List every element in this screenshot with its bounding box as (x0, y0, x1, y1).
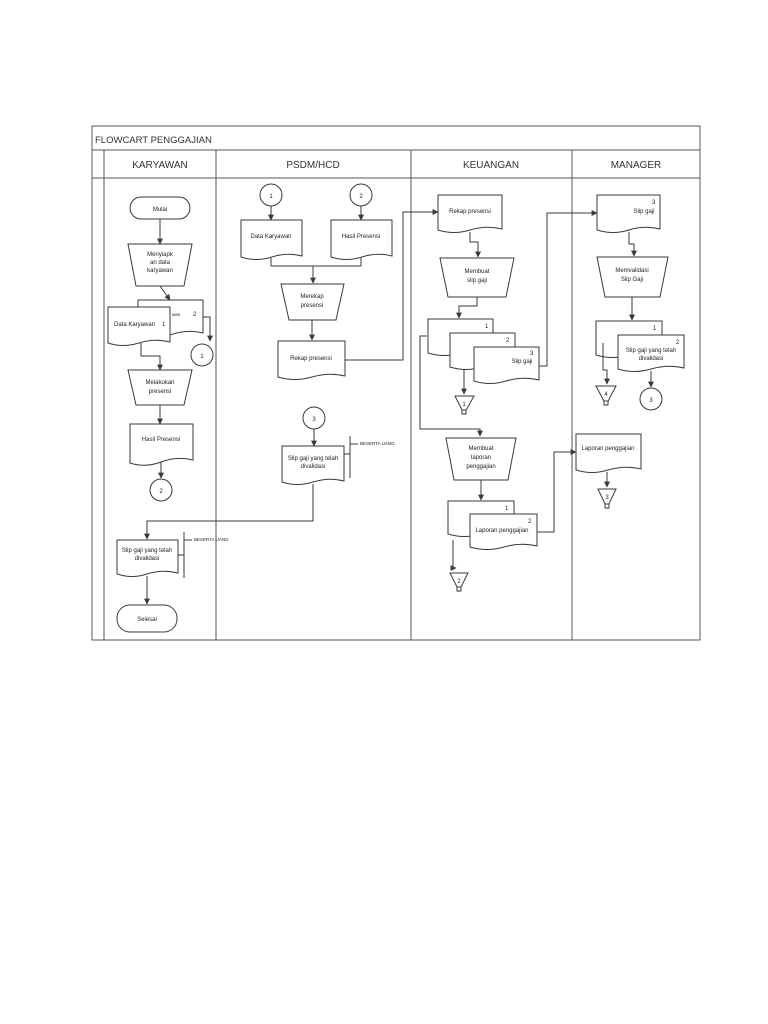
mgr-slip-gaji-label: Slip gaji (633, 209, 654, 215)
psdm-rekap-presensi-label: Rekap presensi (290, 356, 332, 362)
membuat-laporan-line-1: Membuat (468, 446, 493, 452)
menyiapkan-line-3: karyawan (147, 268, 173, 274)
document-slip-validasi-karyawan: Slip gaji yang telah divalidasi (116, 539, 179, 577)
terminator-selesai: Selesai (116, 604, 178, 633)
membuat-slip-line-1: Membuat (464, 269, 489, 275)
connector-psdm-2-label: 2 (359, 194, 363, 200)
lane-header-karyawan: KARYAWAN (132, 160, 188, 171)
document-rekap-presensi-psdm: Rekap presensi (277, 340, 346, 380)
manual-op-membuat-slip: Membuat slip gaji (439, 257, 515, 298)
mgr-doc-num-1: 1 (653, 326, 657, 332)
document-hasil-presensi: Hasil Presensi (129, 423, 194, 466)
menyiapkan-line-2: an data (150, 260, 171, 266)
keu-lap-num-1: 1 (505, 506, 509, 512)
connector-2: 2 (149, 478, 173, 502)
terminator-mulai-label: Mulai (153, 207, 167, 213)
memvalidasi-line-2: Slip Gaji (621, 277, 643, 283)
lane-header-keuangan: KEUANGAN (463, 160, 519, 171)
keu-doc-num-1: 1 (485, 324, 489, 330)
melakukan-line-2: presensi (149, 389, 172, 395)
lane-header-psdm: PSDM/HCD (286, 160, 339, 171)
membuat-slip-line-2: slip gaji (467, 278, 487, 284)
offline-file-3: 3 (597, 488, 617, 510)
psdm-slip-validasi-line-2: divalidasi (301, 464, 326, 470)
swimlane-frame (91, 125, 701, 641)
doc-back-num: 2 (193, 312, 197, 318)
manual-op-membuat-laporan: Membuat laporan penggajian (445, 437, 517, 481)
document-laporan-penggajian: 2 Laporan penggajian (469, 513, 538, 550)
mgr-slip-num: 3 (652, 200, 656, 206)
document-data-karyawan: Data Karyawan 1 (107, 306, 171, 346)
mgr-slip-validasi-line-2: divalidasi (639, 356, 664, 362)
annotation-psdm: BESERTA UANG (360, 441, 395, 446)
terminator-selesai-label: Selesai (137, 617, 157, 623)
mgr-doc-num-2: 2 (676, 340, 680, 346)
document-rekap-presensi-keuangan: Rekap presensi (437, 194, 503, 233)
keu-rekap-presensi-label: Rekap presensi (449, 209, 491, 215)
diagram-title: FLOWCART PENGGAJIAN (95, 135, 212, 146)
keu-doc-num-2: 2 (506, 338, 510, 344)
connector-psdm-2: 2 (349, 183, 373, 207)
document-hasil-presensi-psdm: Hasil Presensi (330, 219, 393, 260)
offline-file-2: 2 (449, 572, 469, 593)
offline-file-4: 4 (595, 385, 617, 407)
offline-file-1: 1 (454, 395, 475, 416)
doc-data-karyawan-label: Data Karyawan (114, 322, 155, 328)
offline-file-2-label: 2 (457, 579, 461, 585)
connector-psdm-3: 3 (302, 406, 326, 430)
manual-op-menyiapkan: Menyiapk an data karyawan (127, 243, 193, 287)
document-data-karyawan-psdm: Data Karyawan (240, 219, 303, 260)
connector-psdm-1: 1 (259, 183, 283, 207)
offline-file-4-label: 4 (604, 392, 608, 398)
terminator-mulai: Mulai (129, 196, 191, 220)
mgr-laporan-label: Laporan penggajian (581, 446, 634, 452)
mgr-slip-validasi-line-1: Slip gaji yang telah (626, 348, 676, 354)
keu-lap-num-2: 2 (528, 519, 532, 525)
document-slip-gaji: 3 Slip gaji (473, 346, 540, 384)
connector-manager-3-label: 3 (649, 398, 653, 404)
menyiapkan-line-1: Menyiapk (147, 252, 174, 258)
keu-doc-num-3: 3 (530, 351, 534, 357)
slip-validasi-k-line-1: Slip gaji yang telah (122, 548, 172, 554)
memvalidasi-line-1: Memvalidasi (615, 268, 648, 274)
membuat-laporan-line-3: penggajian (466, 464, 495, 470)
merekap-line-1: Merekap (300, 294, 324, 300)
melakukan-line-1: Melakukan (145, 380, 174, 386)
document-slip-validasi-manager: 2 Slip gaji yang telah divalidasi (617, 334, 685, 372)
keu-laporan-label: Laporan penggajian (475, 528, 528, 534)
slip-validasi-k-line-2: divalidasi (135, 556, 160, 562)
lane-header-manager: MANAGER (611, 160, 662, 171)
doc-data-karyawan-num: 1 (162, 322, 166, 328)
document-slip-validasi-psdm: Slip gaji yang telah divalidasi (281, 445, 345, 485)
connector-1: 1 (190, 343, 214, 367)
manual-op-melakukan-presensi: Melakukan presensi (127, 369, 193, 406)
connector-2-label: 2 (159, 489, 163, 495)
doc-back-label: wan (172, 312, 181, 317)
hasil-presensi-label: Hasil Presensi (142, 437, 180, 443)
manual-op-merekap-presensi: Merekap presensi (280, 283, 345, 321)
psdm-hasil-presensi-label: Hasil Presensi (342, 234, 380, 240)
psdm-slip-validasi-line-1: Slip gaji yang telah (288, 456, 338, 462)
offline-file-1-label: 1 (462, 402, 466, 408)
connector-psdm-3-label: 3 (312, 417, 316, 423)
connector-manager-3: 3 (639, 387, 663, 411)
membuat-laporan-line-2: laporan (471, 455, 491, 461)
keu-slip-gaji-label: Slip gaji (511, 359, 532, 365)
connector-1-label: 1 (200, 354, 204, 360)
offline-file-3-label: 3 (605, 495, 609, 501)
psdm-data-karyawan-label: Data Karyawan (250, 234, 291, 240)
document-laporan-manager: Laporan penggajian (575, 433, 642, 473)
merekap-line-2: presensi (301, 303, 324, 309)
connector-psdm-1-label: 1 (269, 194, 273, 200)
document-slip-gaji-manager: 3 Slip gaji (596, 194, 661, 233)
manual-op-memvalidasi: Memvalidasi Slip Gaji (596, 256, 669, 298)
annotation-karyawan: BESERTA UANG (194, 537, 229, 542)
